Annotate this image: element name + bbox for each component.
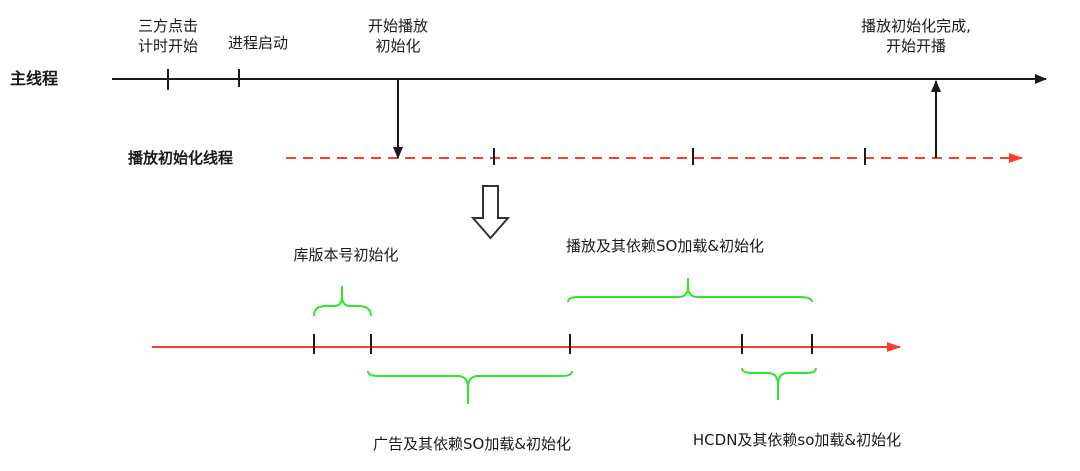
init-done-label: 播放初始化完成, 开始开播 [861,17,971,55]
init-thread-label: 播放初始化线程 [128,149,234,167]
player-so-label: 播放及其依赖SO加载&初始化 [565,237,765,255]
process-start-label: 进程启动 [227,34,288,52]
ad-so-label: 广告及其依赖SO加载&初始化 [372,435,572,453]
start-init-label: 开始播放 初始化 [367,17,428,55]
brace-lib-version [313,286,372,317]
main-thread-label: 主线程 [10,69,59,88]
brace-ad-so [367,370,573,404]
third-party-timer-label: 三方点击 计时开始 [137,17,198,55]
hcdn-so-label: HCDN及其依赖so加载&初始化 [692,431,902,449]
brace-player-so [567,278,813,303]
expand-down-icon [470,185,511,240]
brace-hcdn-so [741,367,817,400]
lib-version-label: 库版本号初始化 [293,246,399,264]
